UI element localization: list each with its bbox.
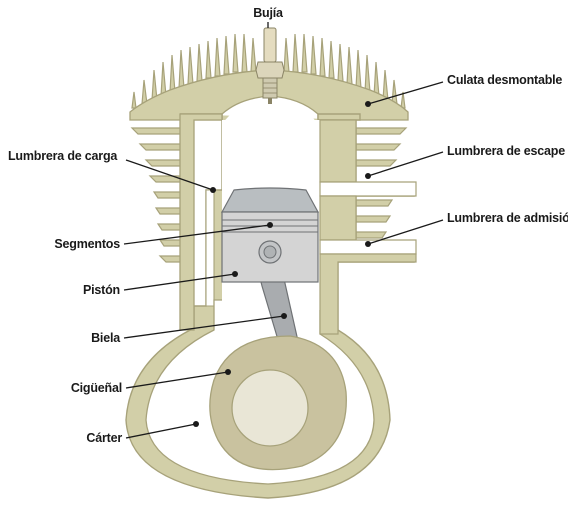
cylinder-wall-right (320, 120, 356, 182)
label-connecting-rod: Biela (91, 331, 121, 345)
cylinder-wall-right-low (320, 254, 416, 334)
label-rings: Segmentos (54, 237, 120, 251)
crankshaft (210, 336, 346, 470)
label-transfer-port: Lumbrera de carga (8, 149, 118, 163)
label-cylinder-head: Culata desmontable (447, 73, 562, 87)
cylinder-wall-right-mid (320, 196, 356, 240)
label-intake-port: Lumbrera de admisión (447, 211, 568, 225)
piston (222, 188, 318, 282)
label-crankcase: Cárter (86, 431, 122, 445)
label-crankshaft: Cigüeñal (71, 381, 122, 395)
label-piston: Pistón (83, 283, 120, 297)
transfer-passage (206, 190, 214, 306)
exhaust-port-passage (320, 182, 416, 196)
label-exhaust-port: Lumbrera de escape (447, 144, 565, 158)
label-spark-plug: Bujía (253, 6, 284, 20)
